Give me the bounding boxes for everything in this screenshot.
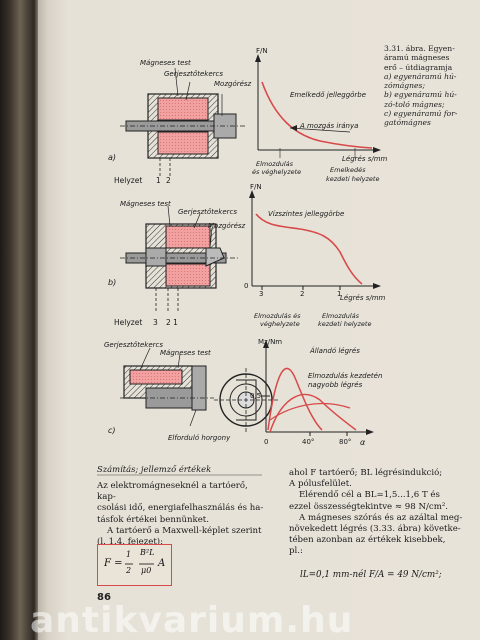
formula-rhs: A <box>158 558 166 569</box>
caption-line: b) egyenáramú hú- <box>384 90 457 100</box>
caption-line: áramú mágneses <box>384 53 450 63</box>
fig-a-pos1: 1 <box>156 176 161 185</box>
figure-caption: 3.31. ábra. Egyen- áramú mágneses erő – … <box>384 44 476 128</box>
fig-a-label-veghelyzete: és véghelyzete <box>252 168 302 176</box>
fig-b-tick-3: 3 <box>259 290 264 298</box>
right-paragraph: ahol F tartóerő; BL légrésindukció; A pó… <box>289 468 475 558</box>
figure-c-graph <box>262 340 374 436</box>
right-line: tében azonban az értékek kisebbek, <box>289 535 446 546</box>
figure-b-magnet-drawing <box>120 205 240 312</box>
formula-half-num: 1 <box>126 550 132 559</box>
figure-c-magnet-drawing <box>120 347 278 432</box>
fig-b-label-vizszintes: Vízszintes jelleggörbe <box>268 210 345 218</box>
figure-a-graph <box>255 54 381 158</box>
formula-half-den: 2 <box>126 566 132 575</box>
figure-a-magnet-drawing <box>120 67 245 178</box>
fig-a-pos2: 2 <box>166 176 171 185</box>
fig-a-axis-fn: F/N <box>256 47 268 55</box>
left-line: Az elektromágneseknél a tartóerő, kap- <box>97 481 248 503</box>
book-page <box>38 0 480 640</box>
left-line: csolási idő, energiafelhasználás és ha- <box>97 503 264 514</box>
fig-c-label-magneses-test: Mágneses test <box>160 349 211 357</box>
maxwell-formula-box: F = 1 2 B²L μ0 A <box>97 544 172 586</box>
fig-c-letter: c) <box>108 426 116 435</box>
fig-a-label-gerjeszto: Gerjesztőtekercs <box>164 70 223 78</box>
example-line: lL=0,1 mm-nél F/A = 49 N/cm²; <box>300 570 442 580</box>
fig-b-label-magneses-test: Mágneses test <box>120 200 171 208</box>
fig-b-label-helyzet: Helyzet <box>114 318 143 327</box>
fig-a-label-kezdeti: kezdeti helyzete <box>326 175 380 183</box>
fig-b-letter: b) <box>108 278 117 287</box>
fig-b-label-legres: Légrés s/mm <box>340 294 386 302</box>
fig-a-label-magneses-test: Mágneses test <box>140 59 191 67</box>
right-line: ezzel összességtekintve ≈ 98 N/cm². <box>289 501 449 512</box>
right-line: növekedett légrés (3.33. ábra) követke- <box>289 524 461 535</box>
formula-lhs: F = <box>104 558 123 569</box>
right-line: Elérendő cél a BL=1,5...1,6 T és <box>299 490 440 501</box>
left-line: (l. 1.4. fejezet): <box>97 537 164 548</box>
fig-c-label-elfordulo: Elforduló horgony <box>168 434 231 442</box>
fig-c-label-gerjeszto: Gerjesztőtekercs <box>104 341 163 349</box>
fig-a-label-mozgoresz: Mozgórész <box>214 80 252 88</box>
fig-b-tick-2: 2 <box>300 290 305 298</box>
right-line: pl.: <box>289 546 303 557</box>
fig-c-alpha: α <box>360 438 366 447</box>
fig-a-letter: a) <box>108 153 117 162</box>
watermark: antikvarium.hu <box>30 600 354 640</box>
fig-b-pos21: 2 1 <box>166 318 178 327</box>
page-number: 86 <box>97 592 111 603</box>
fig-a-label-elmozdulas: Elmozdulás <box>256 160 294 168</box>
right-line: A pólusfelület. <box>289 479 352 490</box>
left-line: tásfok értékei bennünket. <box>97 514 209 525</box>
fig-b-tick-0: 0 <box>244 282 249 290</box>
fig-c-tick-half: 0,5 <box>250 392 262 400</box>
caption-line: erő – útdiagramja <box>384 62 453 72</box>
fig-b-label-elmozdulas2: Elmozdulás <box>322 312 360 320</box>
left-paragraph: Az elektromágneseknél a tartóerő, kap- c… <box>97 481 269 548</box>
fig-b-label-kezdeti: kezdeti helyzete <box>318 320 372 328</box>
fig-b-tick-1: 1 <box>337 290 342 298</box>
formula-b-num: B²L <box>140 548 155 557</box>
caption-title: 3.31. ábra. Egyen- <box>384 44 455 53</box>
right-line: A mágneses szórás és az azáltal meg- <box>299 512 463 523</box>
caption-line: a) egyenáramú hú- <box>384 71 457 81</box>
fig-c-label-elmozdulas-kezdeten: Elmozdulás kezdetén <box>308 372 383 380</box>
fig-c-tick-40: 40° <box>302 438 315 446</box>
caption-line: zómágnes; <box>384 81 426 91</box>
fig-b-label-veghelyzete: véghelyzete <box>260 320 300 328</box>
fig-b-axis-fn: F/N <box>250 183 262 191</box>
fig-c-label-nagyobb: nagyobb légrés <box>308 381 363 389</box>
fig-c-label-allando: Állandó légrés <box>310 347 360 355</box>
caption-line: c) egyenáramú for- <box>384 109 458 119</box>
fig-b-label-gerjeszto: Gerjesztőtekercs <box>178 208 237 216</box>
left-line: A tartóerő a Maxwell-képlet szerint <box>107 525 262 536</box>
formula-fraction-bars <box>125 563 154 565</box>
right-line: ahol F tartóerő; BL légrésindukció; <box>289 468 443 478</box>
section-heading: Számítás; jellemző értékek <box>97 464 212 474</box>
fig-a-label-legres: Légrés s/mm <box>342 155 388 163</box>
caption-line: gatómágnes <box>384 118 431 128</box>
fig-a-label-helyzet: Helyzet <box>114 176 143 185</box>
fig-c-tick-0: 0 <box>264 438 269 446</box>
caption-line: zó-toló mágnes; <box>384 99 445 109</box>
fig-a-label-emelkedes: Emelkedés <box>330 166 366 174</box>
fig-c-tick-80: 80° <box>339 438 352 446</box>
fig-a-label-mozgas: A mozgás iránya <box>300 122 359 130</box>
fig-c-axis-mz: Mz/Nm <box>258 338 283 346</box>
fig-b-label-mozgoresz: Mozgórész <box>208 222 246 230</box>
figure-b-graph <box>249 190 381 290</box>
fig-b-label-elmozdulas: Elmozdulás és <box>254 312 301 320</box>
fig-a-label-emelkedo: Emelkedő jelleggörbe <box>290 91 367 99</box>
formula-b-den: μ0 <box>141 566 152 575</box>
fig-b-pos3: 3 <box>153 318 158 327</box>
